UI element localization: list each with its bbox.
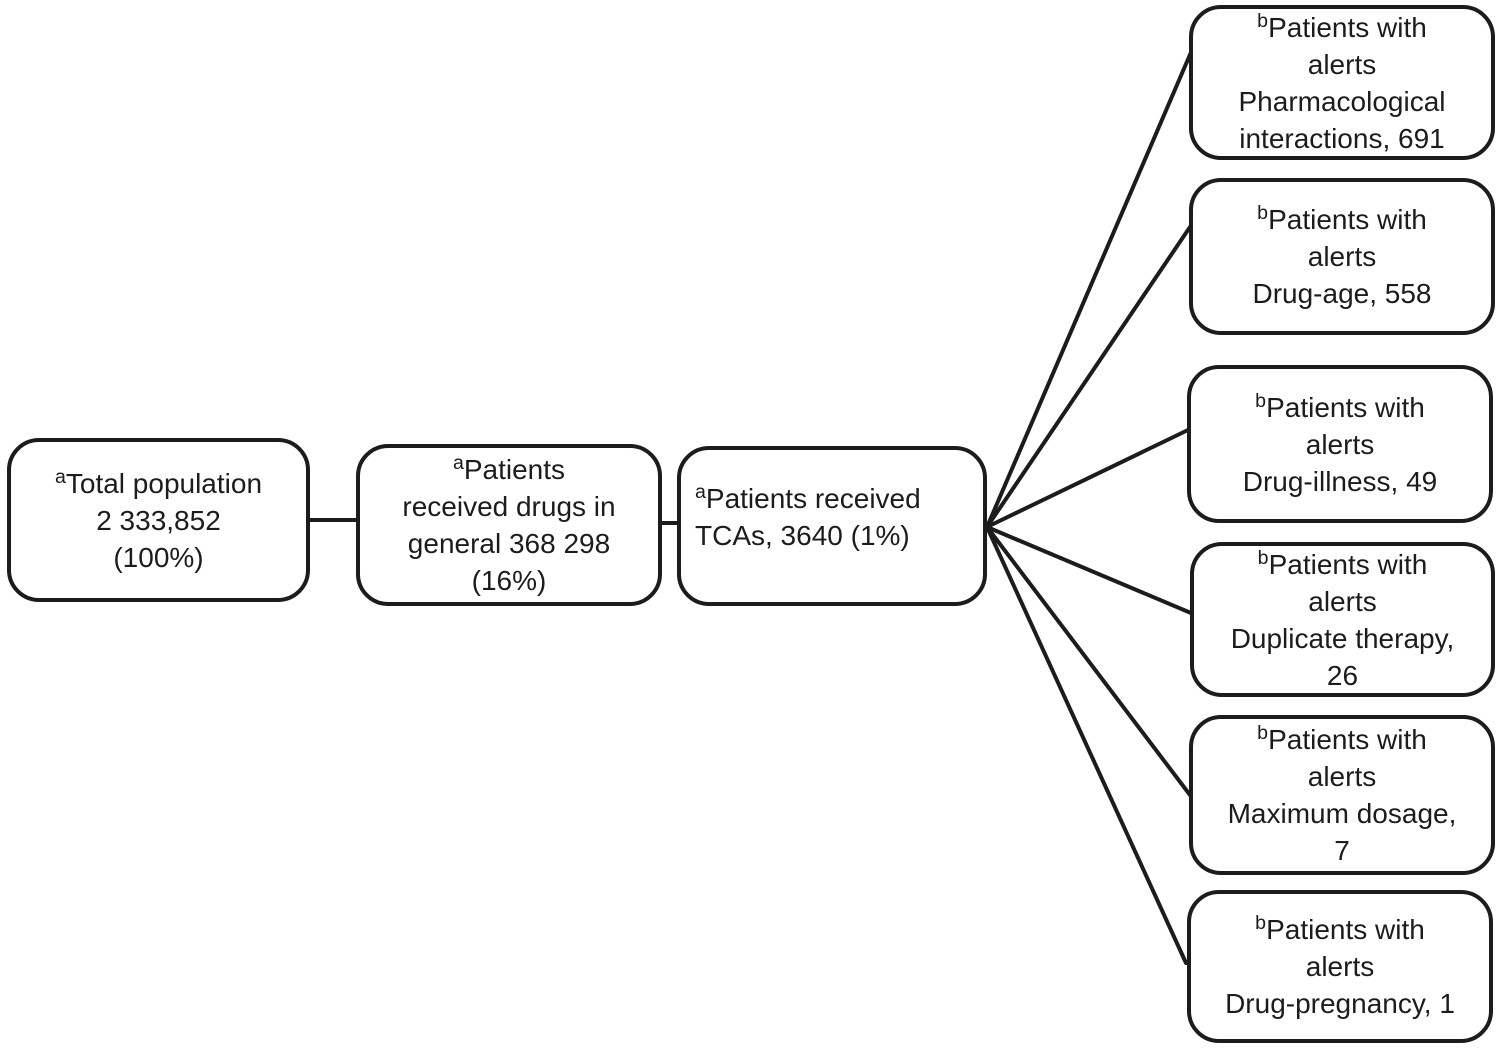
node-patients-received-drugs-general: aPatients received drugs in general 368 … [356, 444, 662, 606]
node-line: aPatients received [695, 480, 921, 517]
connector-tcas-to-duplicate-therapy [985, 525, 1193, 615]
connector-tcas-to-drug-age [985, 225, 1192, 529]
node-text: (100%) [113, 541, 204, 573]
node-alert-pharmacological-interactions: bPatients with alerts Pharmacological in… [1189, 5, 1495, 160]
node-text: (16%) [471, 565, 547, 596]
node-text: Patients received [705, 483, 921, 514]
node-text: Patients with [1266, 914, 1425, 945]
node-text: Patients with [1266, 391, 1425, 423]
superscript-a: a [695, 481, 706, 504]
connector-tcas-to-drug-pregnancy [985, 525, 1188, 965]
superscript-b: b [1255, 389, 1267, 412]
superscript-b: b [1257, 202, 1269, 225]
node-line: bPatients with [1257, 201, 1427, 238]
node-text: Drug-illness, 49 [1242, 465, 1438, 497]
connector-tcas-to-maximum-dosage [985, 525, 1192, 797]
node-text: Pharmacological [1238, 85, 1446, 117]
node-alert-drug-age: bPatients with alerts Drug-age, 558 [1189, 178, 1495, 335]
node-line: aPatients [453, 451, 565, 488]
node-text: Duplicate therapy, [1230, 622, 1455, 654]
connector-tcas-to-pharmacological [985, 48, 1194, 529]
node-text: TCAs, 3640 (1%) [695, 520, 910, 551]
node-text: 2 333,852 [96, 504, 221, 536]
node-text: alerts [1307, 761, 1377, 792]
node-text: alerts [1307, 48, 1377, 80]
node-line: bPatients with [1257, 9, 1427, 46]
node-text: 26 [1326, 659, 1359, 691]
node-text: alerts [1308, 585, 1377, 617]
node-text: Patients with [1268, 204, 1427, 235]
connector-tcas-to-drug-illness [985, 428, 1190, 529]
node-total-population: aTotal population 2 333,852 (100%) [7, 438, 310, 602]
node-text: Maximum dosage, [1227, 798, 1457, 829]
node-line: bPatients with [1257, 721, 1427, 758]
node-alert-drug-illness: bPatients with alerts Drug-illness, 49 [1187, 365, 1493, 523]
node-text: alerts [1305, 951, 1375, 982]
node-line: bPatients with [1255, 911, 1425, 948]
superscript-b: b [1257, 9, 1269, 32]
node-text: general 368 298 [407, 528, 611, 559]
node-text: Total population [65, 467, 263, 499]
node-text: Drug-age, 558 [1252, 278, 1432, 309]
node-text: Drug-pregnancy, 1 [1225, 988, 1455, 1019]
node-text: interactions, 691 [1239, 122, 1445, 154]
node-line: bPatients with [1255, 389, 1425, 426]
node-text: 7 [1334, 835, 1350, 866]
node-patients-received-tcas: aPatients received TCAs, 3640 (1%) [677, 446, 987, 606]
node-alert-duplicate-therapy: bPatients with alerts Duplicate therapy,… [1190, 542, 1495, 697]
superscript-a: a [452, 452, 464, 475]
node-text: Patients with [1268, 11, 1427, 43]
node-text: alerts [1305, 428, 1375, 460]
node-text: received drugs in [402, 491, 616, 522]
superscript-b: b [1255, 912, 1267, 935]
superscript-b: b [1257, 546, 1269, 569]
superscript-b: b [1257, 722, 1269, 745]
node-alert-drug-pregnancy: bPatients with alerts Drug-pregnancy, 1 [1187, 890, 1493, 1043]
node-line: bPatients with [1258, 546, 1428, 583]
superscript-a: a [54, 465, 66, 488]
node-text: Patients with [1268, 548, 1428, 580]
node-text: Patients with [1268, 724, 1427, 755]
node-alert-maximum-dosage: bPatients with alerts Maximum dosage, 7 [1189, 715, 1495, 875]
node-text: Patients [463, 454, 566, 485]
node-line: aTotal population [55, 465, 262, 502]
node-text: alerts [1307, 241, 1377, 272]
